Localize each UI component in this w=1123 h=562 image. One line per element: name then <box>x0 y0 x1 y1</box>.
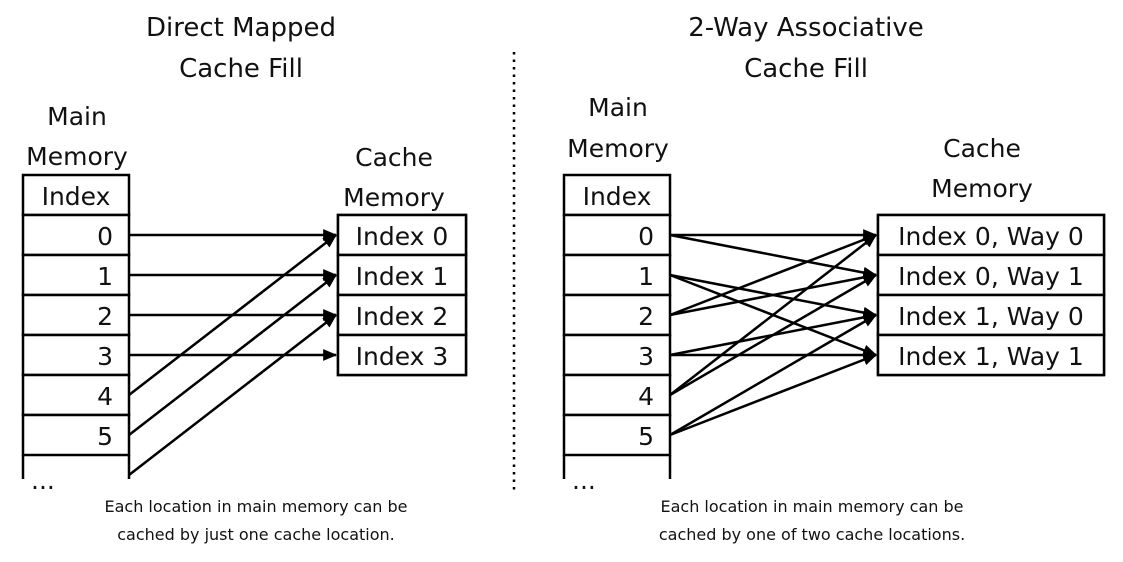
right-main-row-0 <box>562 213 672 257</box>
left-cache-row-label-3: Index 3 <box>356 342 449 371</box>
left-main-row-4 <box>21 373 131 417</box>
left-cache-row-label-2: Index 2 <box>356 302 449 331</box>
left-main-row-label-2: 2 <box>97 302 113 331</box>
right-cache-row-label-0: Index 0, Way 0 <box>898 222 1084 251</box>
left-arrow-6-to-2 <box>128 314 337 476</box>
right-note-line2: cached by one of two cache locations. <box>659 525 965 544</box>
right-title-line2: Cache Fill <box>744 54 868 84</box>
left-cache-row-label-0: Index 0 <box>356 222 449 251</box>
left-main-row-label-5: 5 <box>97 422 113 451</box>
right-main-rows: 0 1 2 3 4 5... <box>562 213 672 495</box>
right-cache-row-3 <box>876 333 1106 377</box>
left-main-row-label-4: 4 <box>97 382 113 411</box>
right-main-row-2 <box>562 293 672 337</box>
right-cache-row-label-2: Index 1, Way 0 <box>898 302 1084 331</box>
left-arrow-5-to-1 <box>128 274 337 436</box>
right-cache-memory-label-line1: Cache <box>943 134 1021 163</box>
left-cache-row-1 <box>336 253 468 297</box>
left-main-memory-table: Index 0 1 2 3 4 5... <box>21 173 131 495</box>
right-main-row-label-6: ... <box>572 466 596 495</box>
right-arrow-2-to-0 <box>669 233 878 317</box>
left-cache-row-0 <box>336 213 468 257</box>
right-main-row-label-3: 3 <box>638 342 654 371</box>
left-main-memory-label-line2: Memory <box>26 142 128 171</box>
right-main-row-3 <box>562 333 672 377</box>
left-main-row-label-6: ... <box>31 466 55 495</box>
left-main-row-5 <box>21 413 131 457</box>
right-cache-table: Index 0, Way 0 Index 0, Way 1 Index 1, Way… <box>876 213 1106 377</box>
right-cache-row-2 <box>876 293 1106 337</box>
right-index-header-cell <box>562 173 672 217</box>
right-mapping-arrows <box>669 229 878 437</box>
right-cache-row-label-3: Index 1, Way 1 <box>898 342 1084 371</box>
right-title-line1: 2-Way Associative <box>688 13 924 43</box>
right-main-row-label-0: 0 <box>638 222 654 251</box>
left-main-memory-label-line1: Main <box>47 102 107 131</box>
left-title-line1: Direct Mapped <box>146 13 336 43</box>
right-main-row-label-2: 2 <box>638 302 654 331</box>
left-main-row-label-1: 1 <box>97 262 113 291</box>
left-main-row-2 <box>21 293 131 337</box>
left-mapping-arrows <box>128 229 338 476</box>
left-cache-row-2 <box>336 293 468 337</box>
right-main-memory-table: Index 0 1 2 3 4 5... <box>562 173 672 495</box>
right-index-header: Index <box>583 182 652 211</box>
left-arrow-4-to-0 <box>128 234 337 396</box>
left-title-line2: Cache Fill <box>179 54 303 84</box>
left-main-row-label-3: 3 <box>97 342 113 371</box>
left-cache-table: Index 0 Index 1 Index 2 Index 3 <box>336 213 468 377</box>
two-way-associative-panel: 2-Way Associative Cache Fill Main Memory… <box>562 13 1106 544</box>
right-arrow-5-to-2 <box>669 313 878 437</box>
right-cache-row-label-1: Index 0, Way 1 <box>898 262 1084 291</box>
left-main-row-label-0: 0 <box>97 222 113 251</box>
left-main-rows: 0 1 2 3 4 5... <box>21 213 131 495</box>
right-note-line1: Each location in main memory can be <box>660 497 963 516</box>
left-cache-memory-label-line2: Memory <box>343 183 445 212</box>
left-cache-row-label-1: Index 1 <box>356 262 449 291</box>
right-arrow-4-to-0 <box>669 234 877 396</box>
left-note-line1: Each location in main memory can be <box>104 497 407 516</box>
direct-mapped-panel: Direct Mapped Cache Fill Main Memory Cac… <box>21 13 468 544</box>
left-main-row-3 <box>21 333 131 377</box>
left-main-row-0 <box>21 213 131 257</box>
right-arrow-2-to-1 <box>669 271 878 317</box>
right-main-row-4 <box>562 373 672 417</box>
left-main-row-1 <box>21 253 131 297</box>
left-note-line2: cached by just one cache location. <box>117 525 395 544</box>
right-arrow-0-to-1 <box>669 233 878 279</box>
right-main-row-label-1: 1 <box>638 262 654 291</box>
right-main-row-label-4: 4 <box>638 382 654 411</box>
left-cache-row-3 <box>336 333 468 377</box>
right-main-row-label-5: 5 <box>638 422 654 451</box>
left-index-header: Index <box>42 182 111 211</box>
right-cache-row-0 <box>876 213 1106 257</box>
right-arrow-5-to-3 <box>669 353 878 437</box>
right-main-memory-label-line2: Memory <box>567 134 669 163</box>
left-cache-memory-label-line1: Cache <box>355 143 433 172</box>
right-arrow-4-to-1 <box>669 273 878 397</box>
right-main-row-1 <box>562 253 672 297</box>
right-main-row-5 <box>562 413 672 457</box>
right-main-memory-label-line1: Main <box>588 93 648 122</box>
right-cache-memory-label-line2: Memory <box>931 174 1033 203</box>
